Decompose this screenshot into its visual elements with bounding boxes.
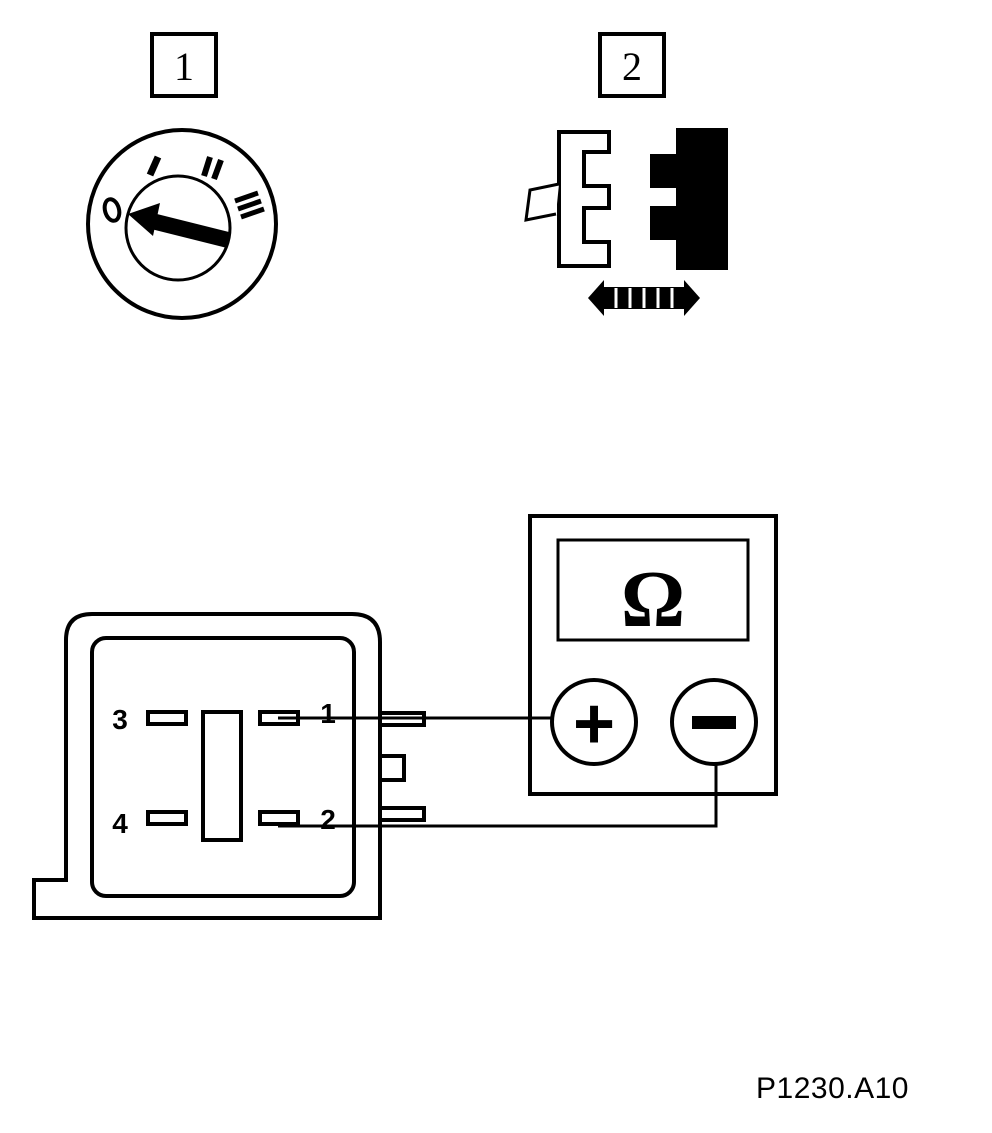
connector-lock-tab bbox=[524, 182, 560, 222]
pin-4-label: 4 bbox=[112, 808, 128, 839]
negative-terminal-icon bbox=[692, 716, 736, 729]
pin-2-label: 2 bbox=[320, 804, 336, 835]
pin-2-slot bbox=[258, 810, 300, 826]
ohm-symbol: Ω bbox=[621, 556, 685, 644]
negative-lead-wire bbox=[278, 764, 718, 828]
step-2-label: 2 bbox=[598, 32, 666, 98]
side-terminal-lower bbox=[378, 806, 426, 822]
separate-double-arrow-icon bbox=[588, 280, 700, 316]
positive-terminal-icon: + bbox=[573, 684, 615, 764]
ohmmeter: Ω + − bbox=[528, 514, 778, 796]
pin-1-label: 1 bbox=[320, 698, 336, 729]
ignition-position-3-mark bbox=[234, 190, 265, 220]
ignition-switch bbox=[86, 128, 278, 320]
pin-3-label: 3 bbox=[112, 704, 128, 735]
relay-center-block bbox=[201, 710, 243, 842]
component-connector-half bbox=[650, 128, 728, 270]
ignition-position-0-mark bbox=[102, 197, 122, 223]
ignition-position-1-mark bbox=[146, 155, 162, 177]
positive-terminal bbox=[550, 678, 638, 766]
ignition-position-2-mark bbox=[201, 156, 224, 181]
step-1-label: 1 bbox=[150, 32, 218, 98]
harness-connector-half bbox=[557, 130, 611, 268]
ohmmeter-display bbox=[556, 538, 750, 642]
connector-disconnect-icon bbox=[524, 128, 728, 316]
step-1-number: 1 bbox=[174, 44, 194, 89]
pin-3-slot bbox=[146, 710, 188, 726]
test-leads bbox=[278, 716, 718, 828]
side-terminal-middle bbox=[380, 754, 406, 782]
pin-4-slot bbox=[146, 810, 188, 826]
ignition-key-arrow-icon bbox=[128, 203, 230, 248]
relay-connector: 3 1 4 2 bbox=[32, 612, 426, 920]
reference-code: P1230.A10 bbox=[756, 1072, 909, 1105]
step-2-number: 2 bbox=[622, 44, 642, 89]
